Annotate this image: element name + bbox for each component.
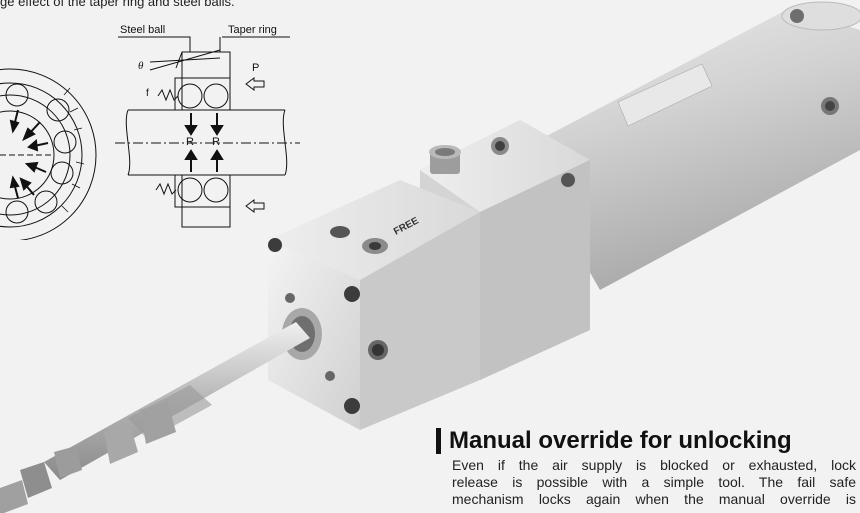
force-label: f <box>146 88 149 99</box>
heading-bar <box>436 428 441 454</box>
radial-label-2: R <box>212 136 220 148</box>
section-body: Even if the air supply is blocked or exh… <box>452 457 856 508</box>
body-line-2: release is possible with a simple tool. … <box>452 474 856 490</box>
radial-label-1: R <box>186 136 194 148</box>
theta-label: θ <box>138 60 144 72</box>
ball-5 <box>5 83 29 107</box>
ball-2 <box>53 130 77 154</box>
body-line-3: mechanism locks again when the manual ov… <box>452 491 856 507</box>
longitudinal-arrows <box>184 113 224 172</box>
pressure-arrows <box>245 77 265 213</box>
body-line-1: Even if the air supply is blocked or exh… <box>452 457 856 473</box>
ball-1 <box>46 98 70 122</box>
cross-section-ticks <box>61 87 85 213</box>
front-head-block <box>268 180 480 430</box>
circular-cross-section <box>0 68 97 240</box>
steel-ball-label: Steel ball <box>120 24 166 36</box>
top-caption: ge effect of the taper ring and steel ba… <box>0 0 235 9</box>
taper-ring-label: Taper ring <box>228 24 277 36</box>
cross-section-arrows <box>9 109 49 199</box>
ball-3 <box>50 161 74 185</box>
lock-mechanism-diagram <box>0 36 300 240</box>
longitudinal-section <box>115 36 300 228</box>
piston-rod <box>0 322 310 513</box>
manual-override-section: Manual override for unlocking Even if th… <box>436 426 860 508</box>
ball-6 <box>5 200 29 224</box>
section-heading: Manual override for unlocking <box>449 427 792 454</box>
ball-4 <box>34 190 58 214</box>
pressure-label: P <box>252 62 260 74</box>
cylinder-tube <box>520 1 860 290</box>
